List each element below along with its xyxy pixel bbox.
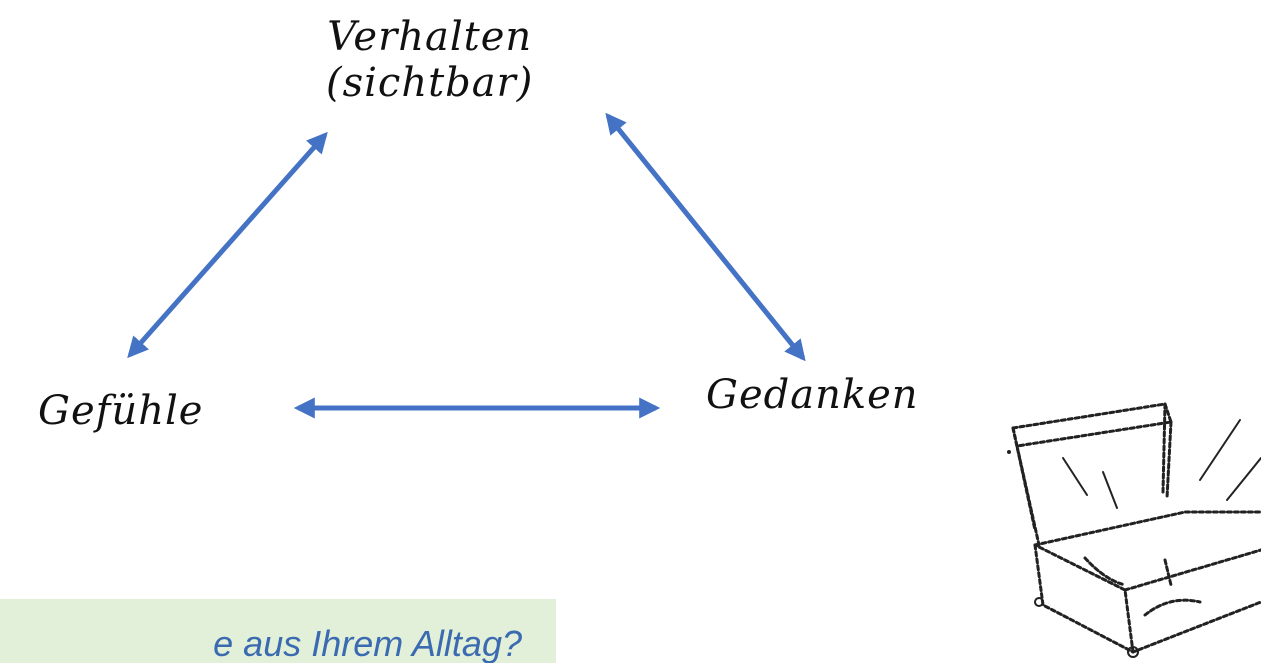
question-box: e aus Ihrem Alltag? — [0, 599, 556, 663]
node-verhalten-label: Verhalten — [327, 14, 533, 60]
node-gedanken: Gedanken — [706, 372, 919, 418]
question-text: e aus Ihrem Alltag? — [213, 623, 522, 663]
node-verhalten: Verhalten (sichtbar) — [326, 14, 533, 106]
arrow-gefuehle-verhalten — [127, 131, 328, 359]
open-suitcase-icon — [1007, 402, 1261, 658]
arrow-verhalten-gedanken — [605, 112, 806, 362]
node-gefuehle: Gefühle — [38, 388, 204, 434]
node-verhalten-sublabel: (sichtbar) — [326, 60, 534, 106]
